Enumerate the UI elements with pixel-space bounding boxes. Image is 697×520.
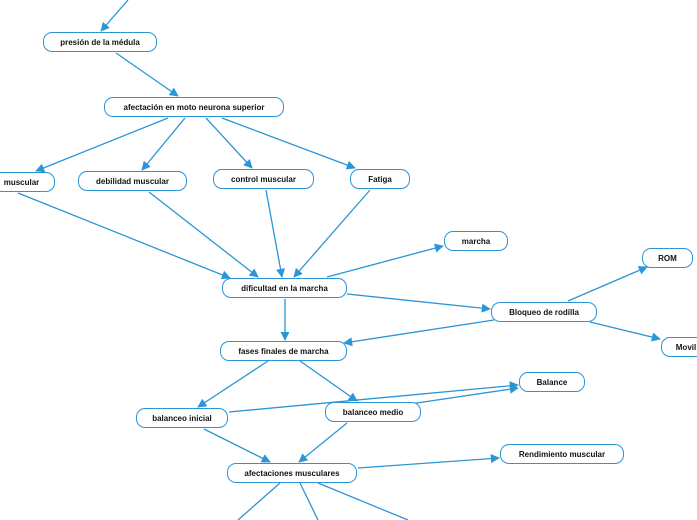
node-rom[interactable]: ROM: [642, 248, 693, 268]
node-debilidad-muscular[interactable]: debilidad muscular: [78, 171, 187, 191]
node-label: presión de la médula: [60, 37, 140, 47]
edge-n10-to-n9: [567, 266, 648, 302]
edge-n2-to-n5: [205, 117, 253, 169]
node-label: fases finales de marcha: [238, 346, 329, 356]
edge-n3-to-n8: [17, 192, 231, 280]
node-label: marcha: [461, 236, 491, 246]
edge-offscreen-top-to-n1: [100, 0, 129, 32]
edge-n8-to-n10: [346, 293, 491, 313]
node-label: balanceo medio: [342, 407, 404, 417]
node-label: Rendimiento muscular: [518, 449, 606, 459]
edge-n12-to-n15: [197, 360, 269, 408]
edge-n10-to-n11: [589, 321, 661, 342]
node-afectacion-moto-neurona[interactable]: afectación en moto neurona superior: [104, 97, 284, 117]
node-label: balanceo inicial: [152, 413, 212, 423]
node-muscular[interactable]: muscular: [0, 172, 55, 192]
edge-n15-to-n17: [203, 428, 271, 463]
node-fases-finales-de-marcha[interactable]: fases finales de marcha: [220, 341, 347, 361]
node-dificultad-en-la-marcha[interactable]: dificultad en la marcha: [222, 278, 347, 298]
edge-n10-to-n12: [343, 319, 495, 347]
node-fatiga[interactable]: Fatiga: [350, 169, 410, 189]
node-label: Fatiga: [368, 174, 392, 184]
node-balance[interactable]: Balance: [519, 372, 585, 392]
edge-n12-to-n14: [299, 360, 358, 402]
edge-n17-to-offscreen-bottom-2: [299, 482, 319, 520]
node-label: debilidad muscular: [96, 176, 169, 186]
node-balanceo-medio[interactable]: balanceo medio: [325, 402, 421, 422]
node-label: Balance: [536, 377, 568, 387]
node-bloqueo-de-rodilla[interactable]: Bloqueo de rodilla: [491, 302, 597, 322]
node-movil[interactable]: Movil: [661, 337, 697, 357]
node-marcha[interactable]: marcha: [444, 231, 508, 251]
node-label: ROM: [658, 253, 677, 263]
node-presion-de-la-medula[interactable]: presión de la médula: [43, 32, 157, 52]
node-label: Movil: [675, 342, 697, 352]
edge-n1-to-n2: [115, 52, 179, 97]
edge-n2-to-n4: [141, 117, 186, 171]
edge-n5-to-n8: [265, 189, 285, 278]
edge-n17-to-offscreen-bottom-3: [317, 482, 409, 520]
node-label: muscular: [3, 177, 40, 187]
node-balanceo-inicial[interactable]: balanceo inicial: [136, 408, 228, 428]
node-label: dificultad en la marcha: [241, 283, 328, 293]
node-label: control muscular: [231, 174, 296, 184]
edge-n4-to-n8: [148, 191, 259, 278]
edge-n2-to-n6: [221, 117, 356, 170]
edge-n14-to-n13: [409, 384, 519, 405]
node-rendimiento-muscular[interactable]: Rendimiento muscular: [500, 444, 624, 464]
edge-n17-to-offscreen-bottom-1: [237, 482, 281, 520]
edge-n17-to-n16: [357, 454, 500, 469]
node-label: afectación en moto neurona superior: [123, 102, 265, 112]
node-afectaciones-musculares[interactable]: afectaciones musculares: [227, 463, 357, 483]
edge-n2-to-n3: [35, 117, 169, 173]
edge-n8-to-n7: [326, 243, 444, 278]
edge-n15-to-n13: [228, 381, 519, 413]
edge-n14-to-n17: [298, 422, 348, 463]
node-label: Bloqueo de rodilla: [509, 307, 579, 317]
node-control-muscular[interactable]: control muscular: [213, 169, 314, 189]
node-label: afectaciones musculares: [244, 468, 340, 478]
edge-n6-to-n8: [293, 189, 371, 278]
